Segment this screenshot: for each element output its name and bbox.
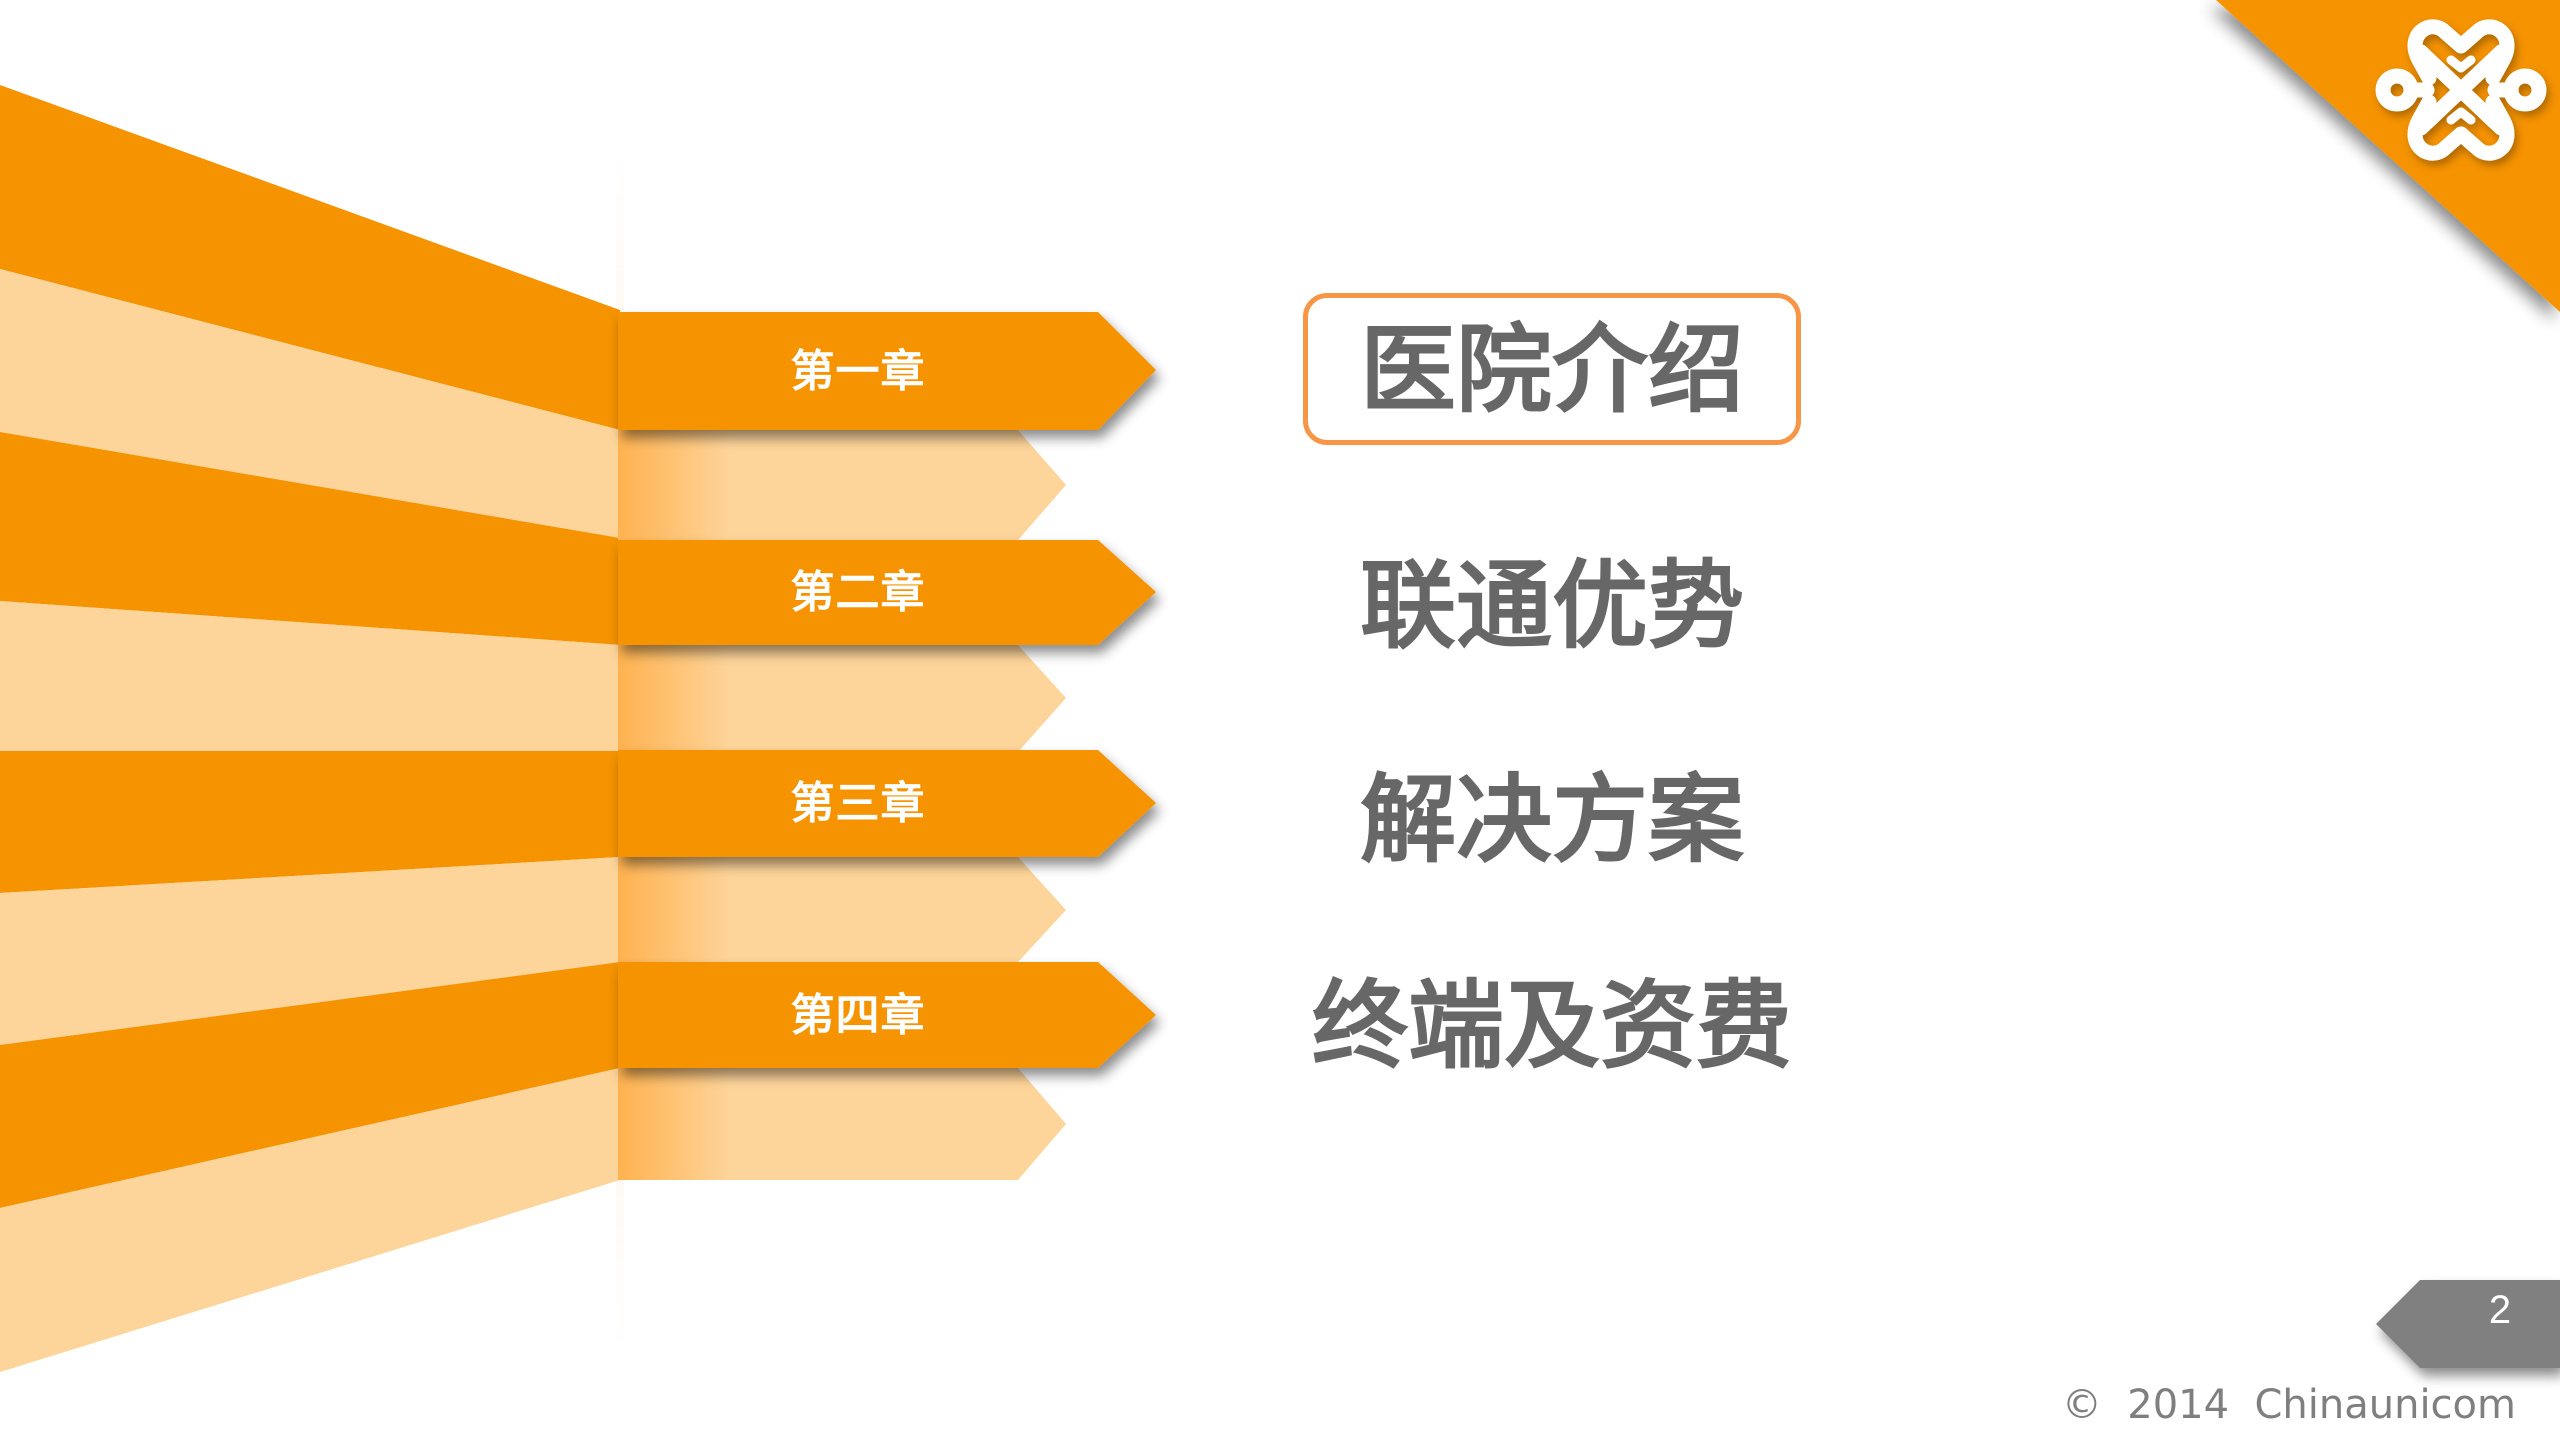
chapter-tabs (618, 312, 1156, 1068)
ribbon-orange-2 (0, 432, 620, 645)
chapter-tab-1[interactable]: 第一章 (618, 350, 1098, 394)
toc-title-4[interactable]: 终端及资费 (1312, 970, 1792, 1082)
chapter-label-4: 第四章 (790, 990, 926, 1041)
page-number-badge (2376, 1280, 2560, 1368)
chapter-label-3: 第三章 (790, 778, 926, 829)
china-unicom-logo-icon (2375, 19, 2547, 161)
chapter-tab-3[interactable]: 第三章 (618, 782, 1098, 826)
light-arrows (618, 430, 1066, 1180)
chapter-tab-1-shape (618, 312, 1156, 430)
ribbon-orange-4 (0, 962, 620, 1208)
toc-title-2[interactable]: 联通优势 (1360, 550, 1744, 662)
chapter-tab-3-shape (618, 750, 1156, 857)
ribbon-light-1 (0, 269, 620, 538)
toc-title-3[interactable]: 解决方案 (1360, 764, 1744, 876)
ribbon-orange-1 (0, 85, 620, 430)
chapter-label-1: 第一章 (790, 346, 926, 397)
chapter-tab-2[interactable]: 第二章 (618, 571, 1098, 615)
ribbon-light-3 (0, 857, 620, 1045)
chapter-tab-4[interactable]: 第四章 (618, 994, 1098, 1038)
copyright-text: © 2014 Chinaunicom (2061, 1382, 2516, 1428)
chapter-tab-4-shape (618, 962, 1156, 1068)
left-ribbons (0, 85, 620, 1372)
ribbon-light-4 (0, 1068, 620, 1372)
chapter-tab-2-shape (618, 540, 1156, 645)
page-number: 2 (2488, 1288, 2512, 1332)
active-chapter-highlight (1303, 293, 1801, 445)
chapter-label-2: 第二章 (790, 567, 926, 618)
ribbon-light-2 (0, 601, 620, 751)
toc-title-1[interactable]: 医院介绍 (1360, 314, 1744, 426)
ribbon-orange-3 (0, 751, 620, 893)
